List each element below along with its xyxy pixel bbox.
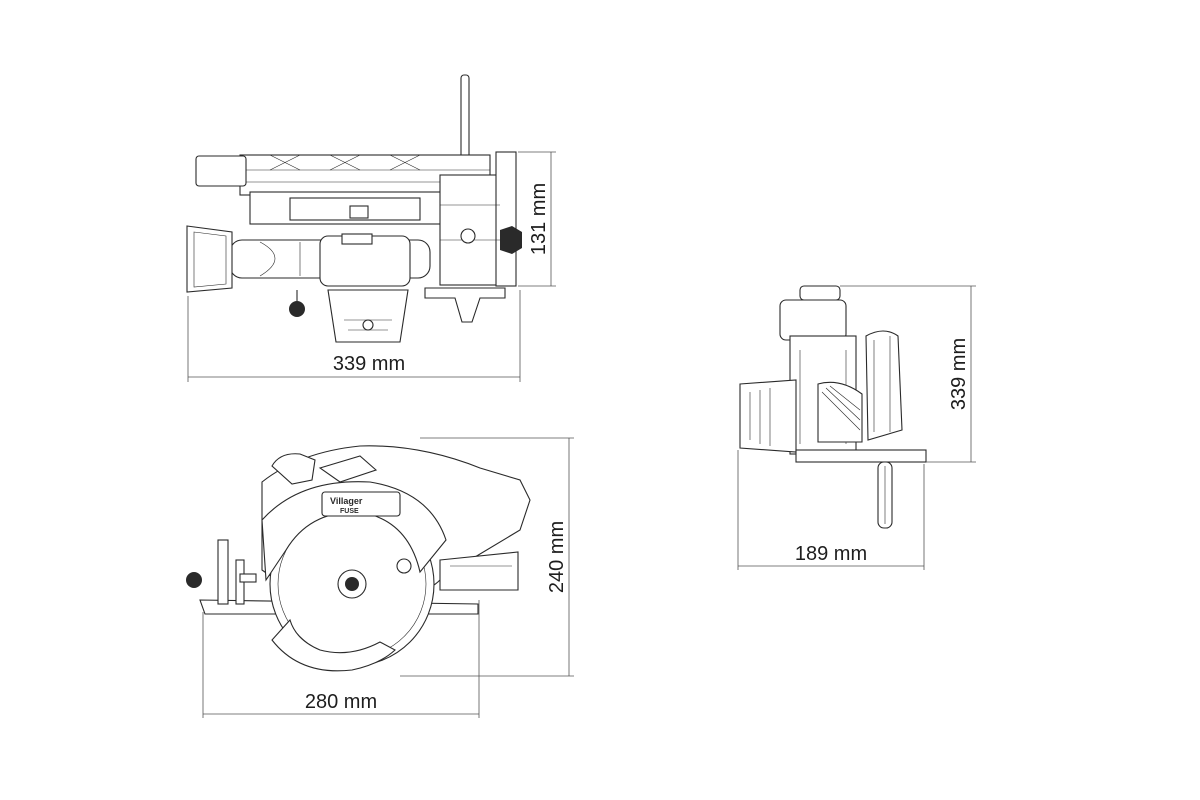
side-view-width-dimension: 280 mm <box>202 600 480 718</box>
top-length-label: 339 mm <box>333 353 405 375</box>
brand-series: FUSE <box>340 508 359 515</box>
side-view: Villager FUSE <box>186 445 531 672</box>
top-height-label: 131 mm <box>528 183 550 255</box>
front-view <box>739 285 927 529</box>
top-view <box>186 74 522 343</box>
brand-name: Villager <box>330 496 363 506</box>
front-view-width-dimension: 189 mm <box>737 450 925 570</box>
top-view-length-dimension: 339 mm <box>187 290 521 382</box>
side-width-label: 280 mm <box>305 691 377 713</box>
side-height-label: 240 mm <box>546 521 568 593</box>
side-view-height-dimension: 240 mm <box>400 437 574 677</box>
front-view-height-dimension: 339 mm <box>840 285 976 463</box>
top-view-height-dimension: 131 mm <box>518 151 556 287</box>
front-width-label: 189 mm <box>795 543 867 565</box>
front-height-label: 339 mm <box>948 338 970 410</box>
